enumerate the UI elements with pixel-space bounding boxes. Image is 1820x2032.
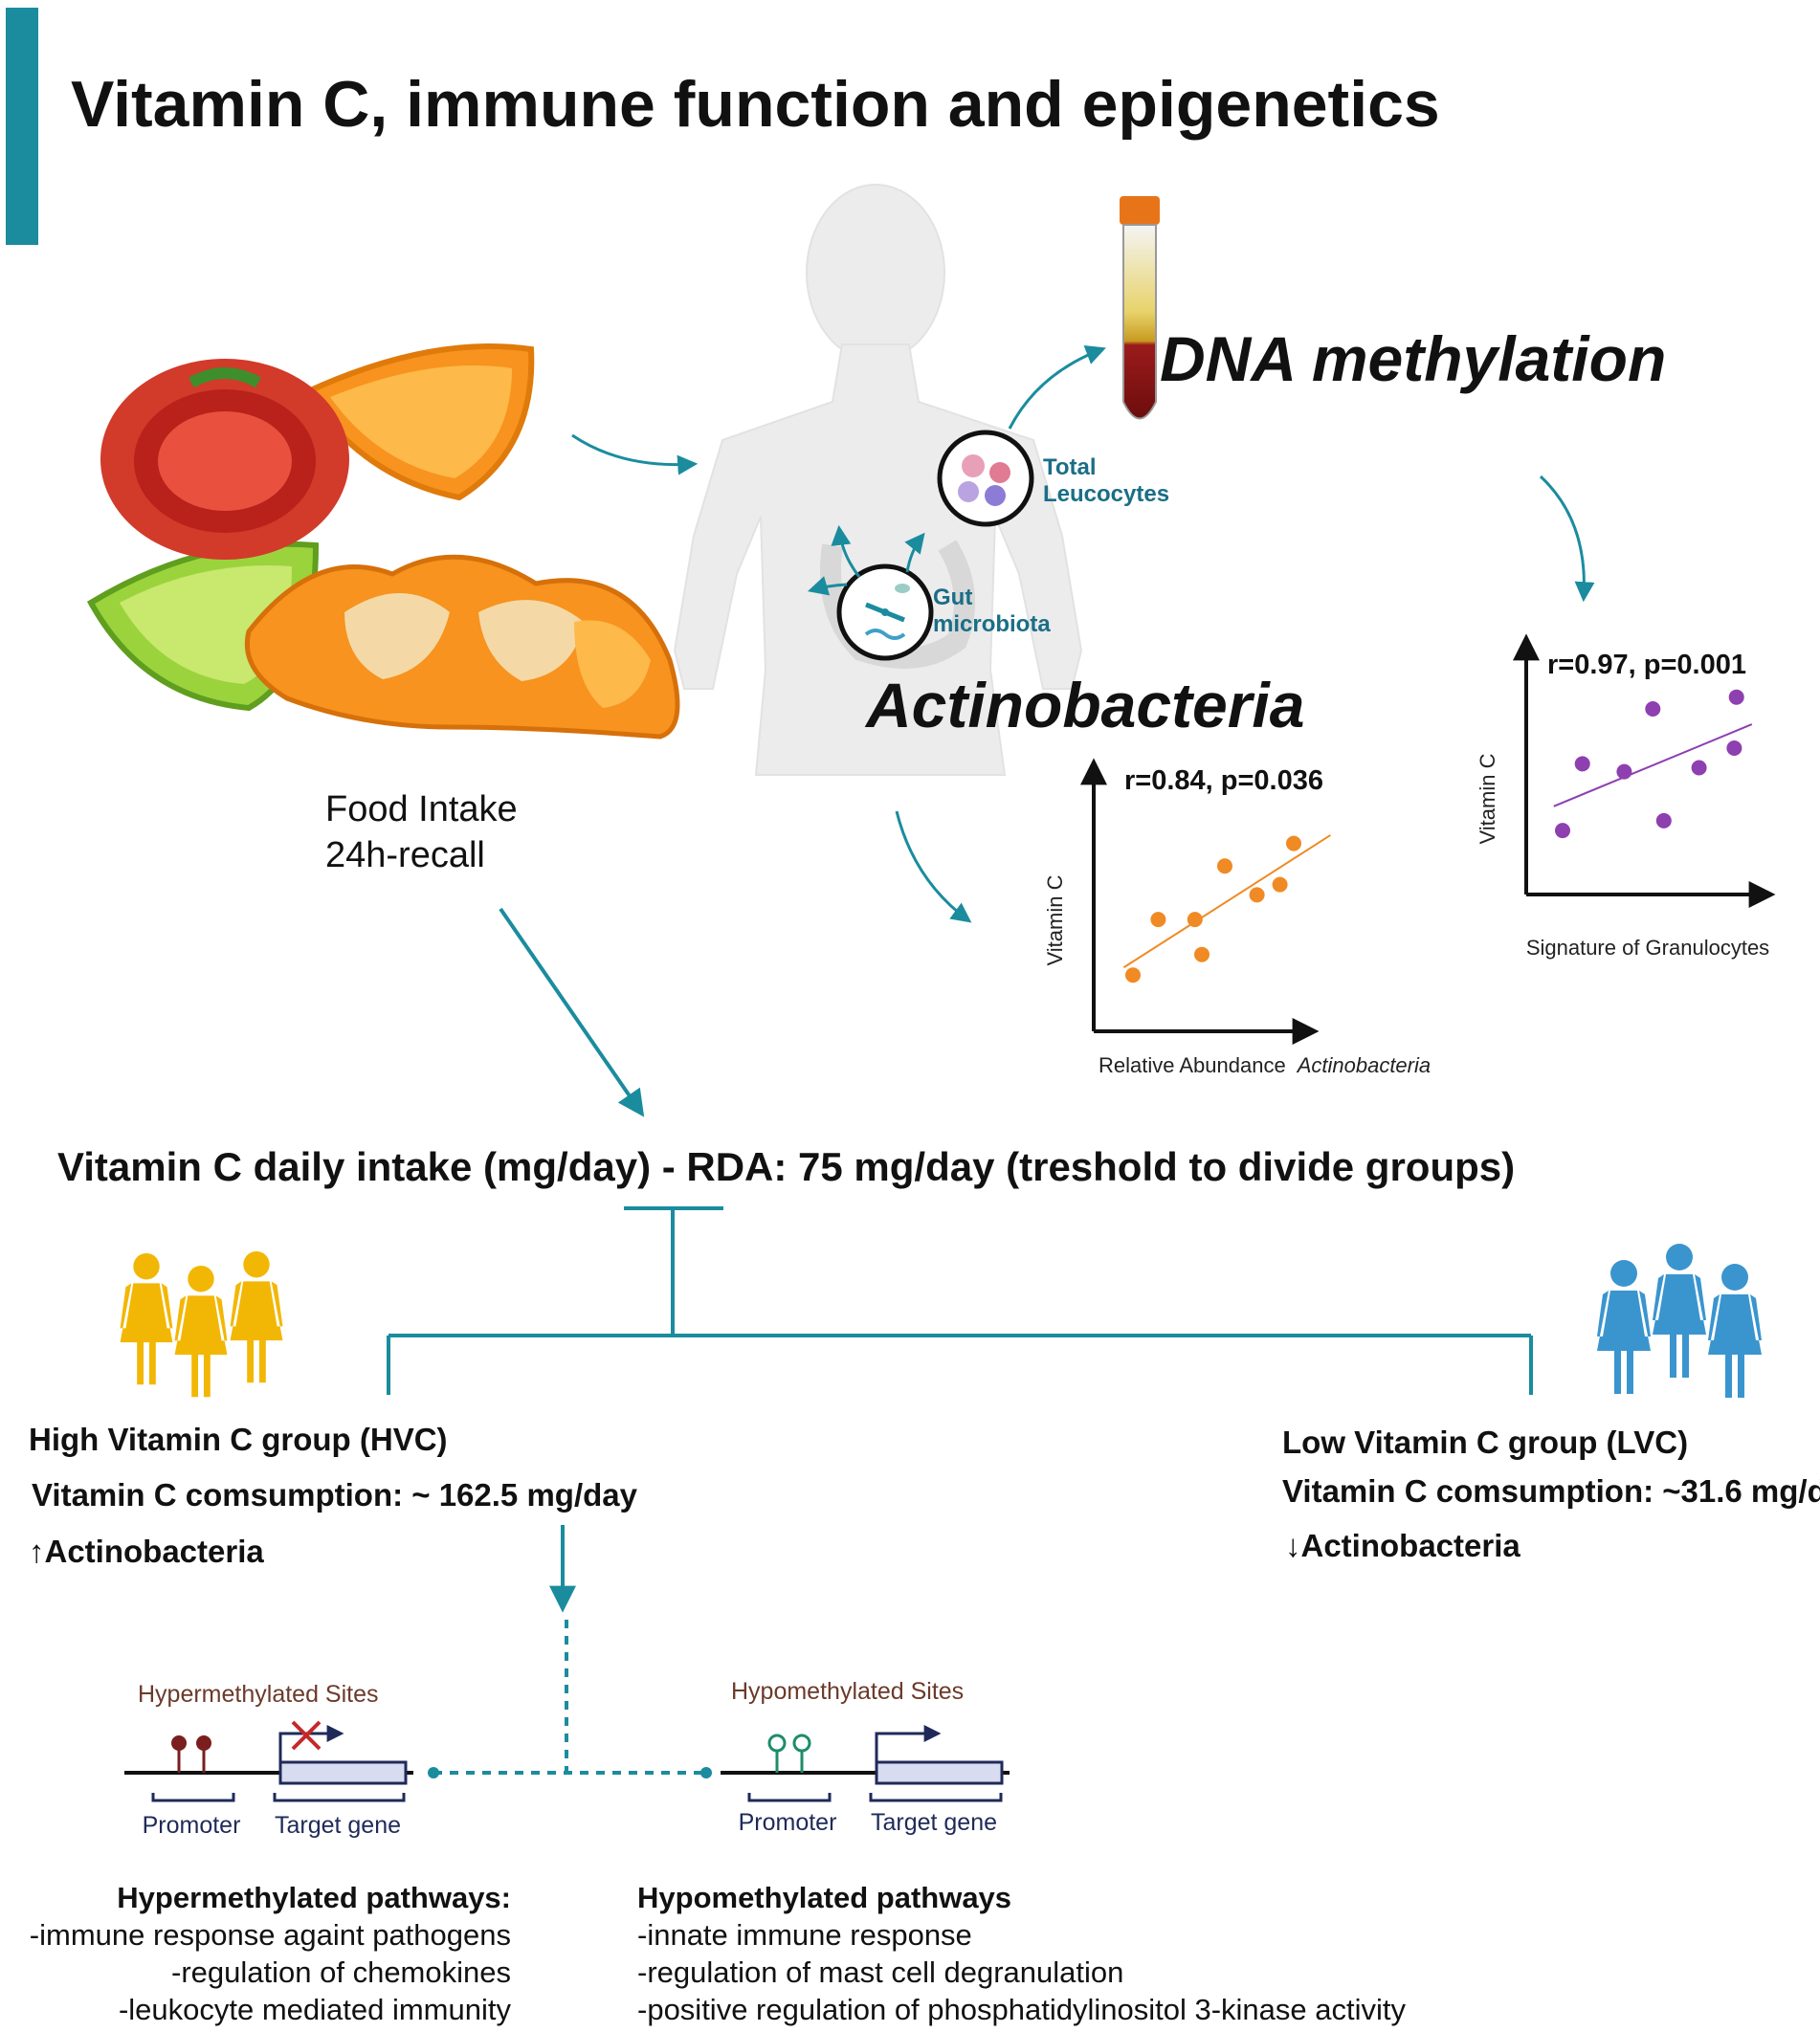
chart2-y-label: Vitamin C [1476, 753, 1499, 844]
hypomethylated-sites-label: Hypomethylated Sites [731, 1678, 964, 1705]
food-intake-label-2: 24h-recall [325, 835, 485, 875]
hypermethylated-sites-label: Hypermethylated Sites [138, 1681, 379, 1708]
data-point [1187, 912, 1203, 928]
high-group-actinobacteria: ↑Actinobacteria [29, 1534, 264, 1569]
data-point [1728, 689, 1744, 705]
data-point [1574, 756, 1590, 772]
data-point [1616, 763, 1632, 780]
hyper-target-gene-label: Target gene [275, 1812, 401, 1839]
food-intake-label-1: Food Intake [325, 789, 518, 829]
trend-line [1553, 723, 1753, 807]
data-point [1691, 760, 1707, 776]
title-accent-bar [6, 8, 38, 245]
low-group-title: Low Vitamin C group (LVC) [1282, 1425, 1688, 1460]
dotted-link-right-dot [700, 1767, 712, 1778]
page-title: Vitamin C, immune function and epigeneti… [71, 68, 1440, 141]
granulocytes-scatter-chart: r=0.97, p=0.001 Vitamin C Signature of G… [1476, 633, 1776, 960]
woman-figure [1708, 1264, 1762, 1398]
woman-figure [1653, 1244, 1706, 1378]
chart2-marks [1553, 689, 1753, 839]
gut-microbiota-icon [820, 540, 975, 669]
data-point [1645, 701, 1661, 717]
leucocytes-icon [937, 430, 1034, 527]
dna-methylation-label: DNA methylation [1160, 323, 1666, 394]
actinobacteria-scatter-chart: r=0.84, p=0.036 Vitamin C Relative Abund… [1043, 758, 1431, 1077]
group-split-bracket [387, 1206, 1533, 1395]
methylation-to-chart-arrow [1539, 475, 1595, 603]
data-point [1217, 858, 1232, 874]
gut-microbiota-label-1: Gut [933, 585, 972, 610]
total-leucocytes-label-2: Leucocytes [1043, 481, 1169, 507]
gene-promoter-icon [721, 1725, 1010, 1802]
hyper-pathway-item: -immune response againt pathogens [30, 1918, 511, 1952]
hypo-pathways-title: Hypomethylated pathways [637, 1881, 1011, 1914]
high-group-title: High Vitamin C group (HVC) [29, 1422, 448, 1457]
high-group-consumption: Vitamin C comsumption: ~ 162.5 mg/day [32, 1477, 638, 1513]
chart2-x-label: Signature of Granulocytes [1526, 936, 1769, 960]
chart1-marks [1122, 834, 1331, 983]
food-to-rda-arrow [499, 907, 645, 1117]
food-to-body-arrow [571, 433, 699, 475]
dotted-link-left-dot [428, 1767, 439, 1778]
rda-threshold-text: Vitamin C daily intake (mg/day) - RDA: 7… [57, 1144, 1515, 1189]
hyper-pathway-item: -regulation of chemokines [171, 1955, 511, 1989]
hypo-promoter-label: Promoter [739, 1809, 837, 1836]
gut-microbiota-label-2: microbiota [933, 611, 1051, 637]
woman-figure [174, 1266, 228, 1398]
actino-to-chart-arrow [895, 810, 972, 923]
leucocytes-to-tube-arrow [1008, 345, 1106, 430]
trend-line [1122, 834, 1331, 969]
low-group-consumption: Vitamin C comsumption: ~31.6 mg/day [1282, 1473, 1820, 1509]
data-point [1655, 812, 1672, 828]
hypo-pathway-item: -innate immune response [637, 1918, 972, 1952]
hypo-pathway-item: -positive regulation of phosphatidylinos… [637, 1993, 1406, 2026]
women-group-icon [120, 1251, 283, 1398]
data-point [1555, 823, 1570, 839]
woman-figure [230, 1251, 283, 1383]
data-point [1125, 967, 1141, 983]
methylation-dotted-link [433, 1620, 706, 1775]
woman-figure [120, 1253, 173, 1385]
chart1-y-label: Vitamin C [1043, 874, 1067, 965]
chart1-title: r=0.84, p=0.036 [1124, 765, 1323, 796]
data-point [1272, 876, 1288, 893]
data-point [1150, 912, 1166, 928]
data-point [1286, 835, 1301, 851]
gut-arrow-up [831, 524, 861, 578]
hypo-pathway-item: -regulation of mast cell degranulation [637, 1955, 1123, 1989]
hyper-pathway-item: -leukocyte mediated immunity [119, 1993, 512, 2026]
gene-promoter-icon [124, 1720, 413, 1802]
hyper-promoter-label: Promoter [143, 1812, 241, 1839]
chart2-title: r=0.97, p=0.001 [1547, 650, 1746, 680]
data-point [1194, 946, 1210, 962]
low-group-actinobacteria: ↓Actinobacteria [1285, 1528, 1520, 1563]
fruit-icon [86, 343, 680, 740]
hyper-pathways-title: Hypermethylated pathways: [117, 1881, 511, 1914]
gut-arrow-right [904, 532, 925, 573]
hypo-target-gene-label: Target gene [871, 1809, 997, 1836]
gut-arrow-left [807, 576, 848, 596]
blood-tube-icon [1120, 196, 1160, 420]
women-group-icon [1597, 1244, 1762, 1398]
data-point [1726, 740, 1742, 756]
data-point [1249, 887, 1265, 903]
woman-figure [1597, 1260, 1651, 1394]
total-leucocytes-label-1: Total [1043, 454, 1097, 480]
actinobacteria-label: Actinobacteria [864, 670, 1304, 740]
